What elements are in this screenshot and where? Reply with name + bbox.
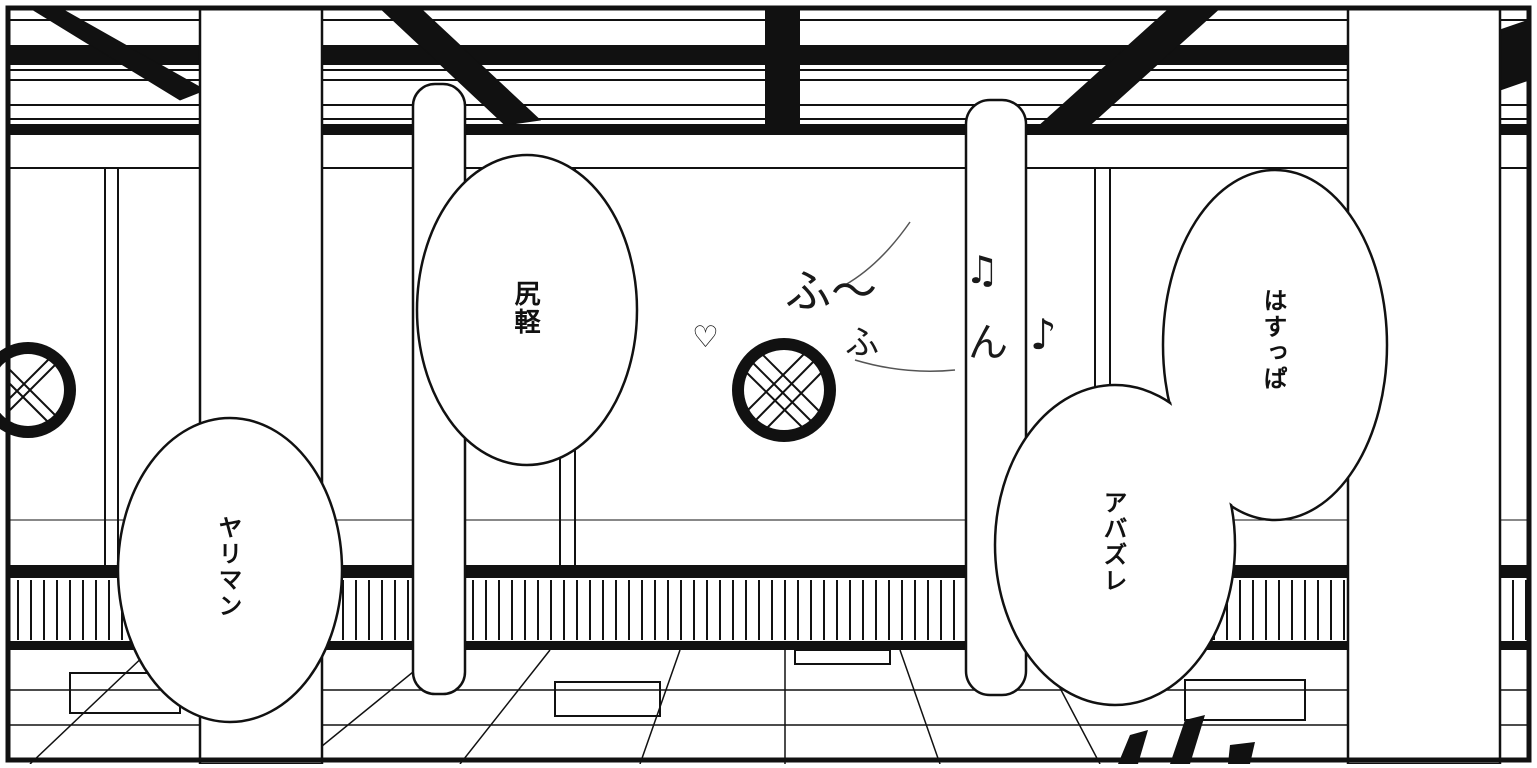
sfx-fu: ふ	[845, 323, 879, 363]
heart-icon: ♡	[692, 320, 719, 355]
bubble-text-yariman: ヤリマン	[214, 515, 242, 619]
bubble-yariman	[116, 416, 344, 724]
round-window-left	[0, 342, 76, 438]
round-window-center	[732, 338, 836, 442]
sfx-hum: ふ〜	[785, 264, 877, 318]
music-note-icon-2: ♪	[1030, 310, 1057, 359]
bubble-shirigaru	[415, 153, 639, 467]
bubble-text-shirigaru: 尻軽	[510, 280, 540, 336]
bubble-text-hasuppa: はすっぱ	[1259, 288, 1287, 392]
bubble-text-abazure: アバズレ	[1099, 490, 1127, 594]
impact-marks	[1118, 715, 1255, 764]
panel-border	[5, 5, 1532, 763]
music-note-icon: ♫	[965, 248, 1000, 292]
hum-lines	[844, 221, 956, 372]
sfx-n: ん	[968, 320, 1008, 366]
